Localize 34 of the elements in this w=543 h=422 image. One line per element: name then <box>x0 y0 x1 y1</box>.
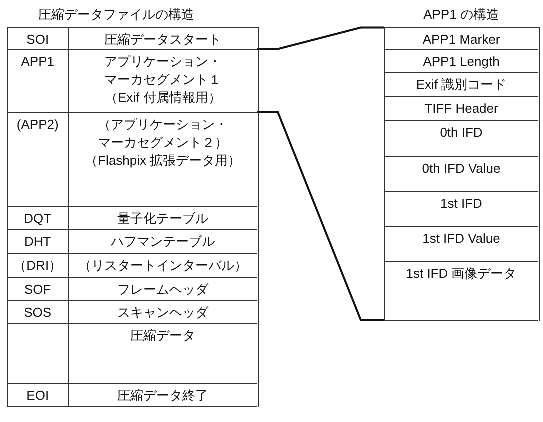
field-label: 1st IFD 画像データ <box>406 266 517 280</box>
field-label: APP1 Length <box>423 54 500 68</box>
segment-description: 量子化テーブル <box>118 210 209 226</box>
segment-note: （Flashpix 拡張データ用） <box>85 152 242 168</box>
segment-code: APP1 <box>21 54 54 68</box>
connector-line <box>258 111 384 322</box>
field-label: 0th IFD Value <box>422 160 501 176</box>
table-title: APP1 の構造 <box>424 6 500 22</box>
field-label: 1st IFD <box>440 196 482 210</box>
segment-code: SOI <box>26 32 50 47</box>
segment-code: DHT <box>24 234 52 248</box>
connector-line <box>258 26 384 50</box>
segment-description: フレームヘッダ <box>118 282 209 296</box>
field-label: 0th IFD <box>440 124 483 140</box>
segment-description: 圧縮データスタート <box>104 32 222 47</box>
field-label: TIFF Header <box>424 100 498 116</box>
segment-description: （リスタートインターバル） <box>78 258 248 272</box>
segment-description: 圧縮データ <box>130 328 196 342</box>
segment-description: アプリケーション・マーカセグメント１ <box>104 54 222 86</box>
segment-description: スキャンヘッダ <box>118 304 209 320</box>
field-label: 1st IFD Value <box>422 230 500 246</box>
segment-code: SOS <box>24 304 52 320</box>
segment-code: EOI <box>26 388 50 402</box>
segment-code: SOF <box>24 282 52 296</box>
segment-description: 圧縮データ終了 <box>118 388 209 402</box>
field-label: APP1 Marker <box>422 32 500 47</box>
segment-code: DQT <box>24 210 52 226</box>
segment-description: ハフマンテーブル <box>111 234 216 248</box>
segment-code: (APP2) <box>16 116 59 132</box>
segment-description: （アプリケーション・マーカセグメント２） <box>98 116 228 150</box>
segment-code: （DRI） <box>14 258 62 272</box>
segment-note: （Exif 付属情報用） <box>104 90 222 104</box>
field-label: Exif 識別コード <box>416 76 507 92</box>
table-title: 圧縮データファイルの構造 <box>38 6 194 22</box>
